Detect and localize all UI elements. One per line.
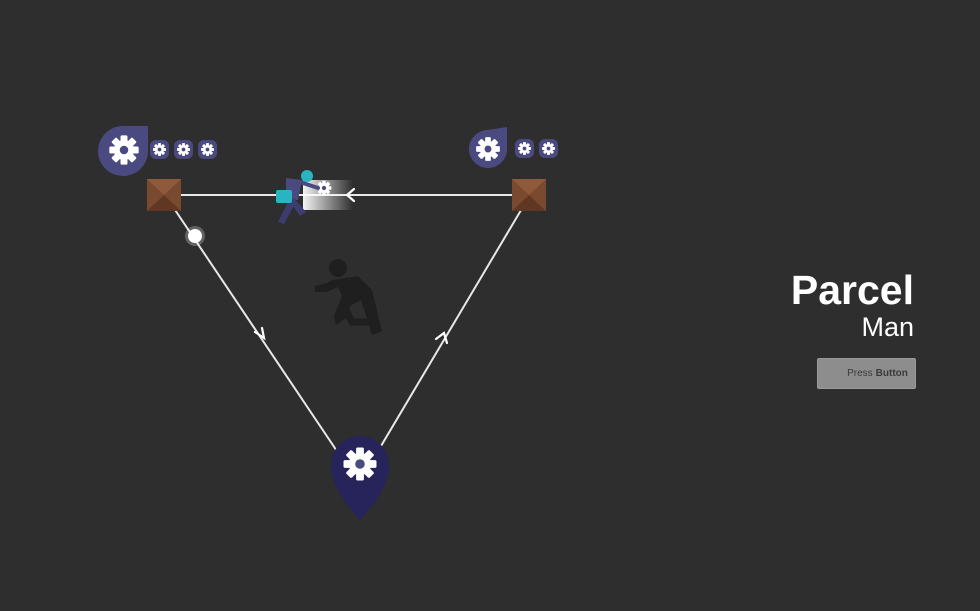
spark (185, 226, 205, 246)
pickup-pin-right[interactable] (469, 127, 507, 168)
running-figure-icon (315, 259, 382, 335)
route (164, 194, 531, 479)
title-sub: Man (861, 312, 914, 342)
left-pending-parcels (150, 140, 217, 159)
title-main: Parcel (790, 267, 914, 313)
game-title: Parcel Man (791, 268, 914, 342)
arrow-left-down (253, 326, 266, 341)
press-button-prefix: Press (847, 368, 873, 379)
destination-pin[interactable] (331, 436, 389, 520)
crate-left[interactable] (147, 179, 181, 211)
crate-right[interactable] (512, 179, 546, 211)
arrow-right-up (434, 331, 449, 345)
right-pending-parcels (515, 139, 558, 158)
press-button-bold: Button (875, 368, 908, 379)
courier-player[interactable] (276, 170, 353, 224)
courier-character-icon (276, 170, 320, 224)
pickup-pin-left[interactable] (98, 126, 149, 176)
